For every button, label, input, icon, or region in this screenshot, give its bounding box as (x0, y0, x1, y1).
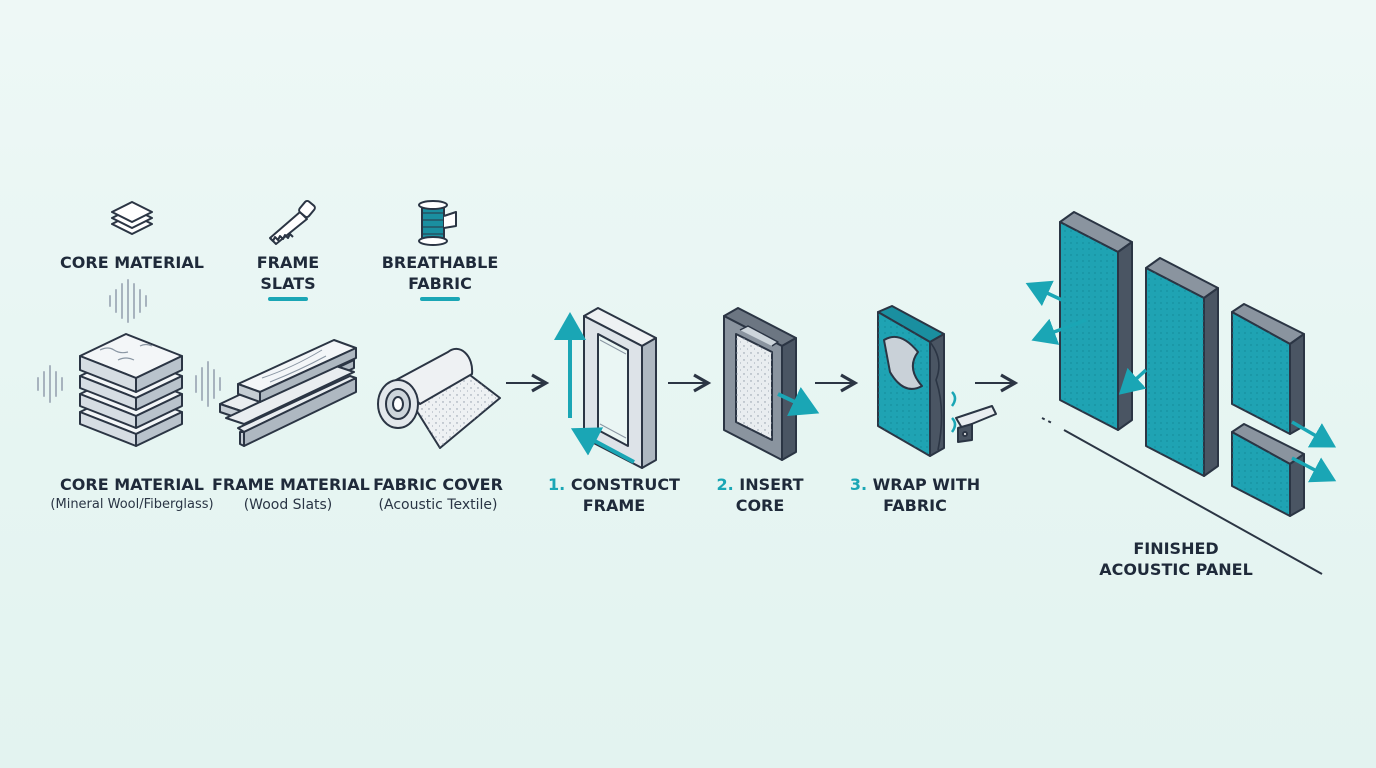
wood-slats (219, 339, 357, 447)
core-material-stack (79, 333, 183, 447)
step-1-number: 1. (548, 475, 566, 494)
top-label-frame-line2: SLATS (260, 274, 316, 293)
frame-material-title: FRAME MATERIAL (212, 475, 370, 494)
finished-line2: ACOUSTIC PANEL (1099, 560, 1253, 579)
step-1-label: 1. CONSTRUCT FRAME (540, 474, 688, 516)
step-2-number: 2. (716, 475, 734, 494)
staple-gun-icon (955, 405, 997, 443)
step-2-line2: CORE (735, 496, 785, 515)
fabric-underline (420, 297, 460, 301)
step-3-number: 3. (849, 475, 868, 494)
finished-panels (1041, 211, 1323, 575)
top-label-fabric-line1: BREATHABLE (381, 253, 499, 272)
frame-underline (268, 297, 308, 301)
step-3-label: 3. WRAP WITH FABRIC (846, 474, 984, 516)
fabric-roll (377, 347, 501, 449)
insert-core-illustration (723, 307, 820, 461)
sound-wave-icon (37, 279, 221, 407)
thread-spool-icon (418, 200, 457, 246)
step-3-line1: WRAP WITH (872, 475, 981, 494)
top-label-fabric-line2: FABRIC (408, 274, 472, 293)
finished-line1: FINISHED (1133, 539, 1219, 558)
core-material-subtitle: (Mineral Wool/Fiberglass) (50, 497, 214, 512)
core-material-title: CORE MATERIAL (60, 475, 204, 494)
fabric-cover-subtitle: (Acoustic Textile) (378, 497, 498, 513)
sound-reflection-arrows (1025, 280, 1337, 483)
finished-panel-label: FINISHED ACOUSTIC PANEL (1094, 538, 1258, 580)
top-label-frame-line1: FRAME (256, 253, 320, 272)
frame-material-subtitle: (Wood Slats) (243, 497, 333, 513)
top-label-frame-slats: FRAME SLATS (238, 252, 338, 294)
top-label-breathable-fabric: BREATHABLE FABRIC (372, 252, 508, 294)
stack-icon (111, 201, 153, 235)
step-3-line2: FABRIC (883, 496, 947, 515)
saw-icon (269, 200, 316, 245)
top-label-core: CORE MATERIAL (60, 253, 204, 272)
step-2-line1: INSERT (739, 475, 804, 494)
wrap-fabric-illustration (877, 305, 957, 457)
construct-frame-illustration (554, 307, 657, 469)
step-2-label: 2. INSERT CORE (702, 474, 818, 516)
fabric-cover-title: FABRIC COVER (373, 475, 503, 494)
step-1-line2: FRAME (582, 496, 646, 515)
step-1-line1: CONSTRUCT (570, 475, 680, 494)
